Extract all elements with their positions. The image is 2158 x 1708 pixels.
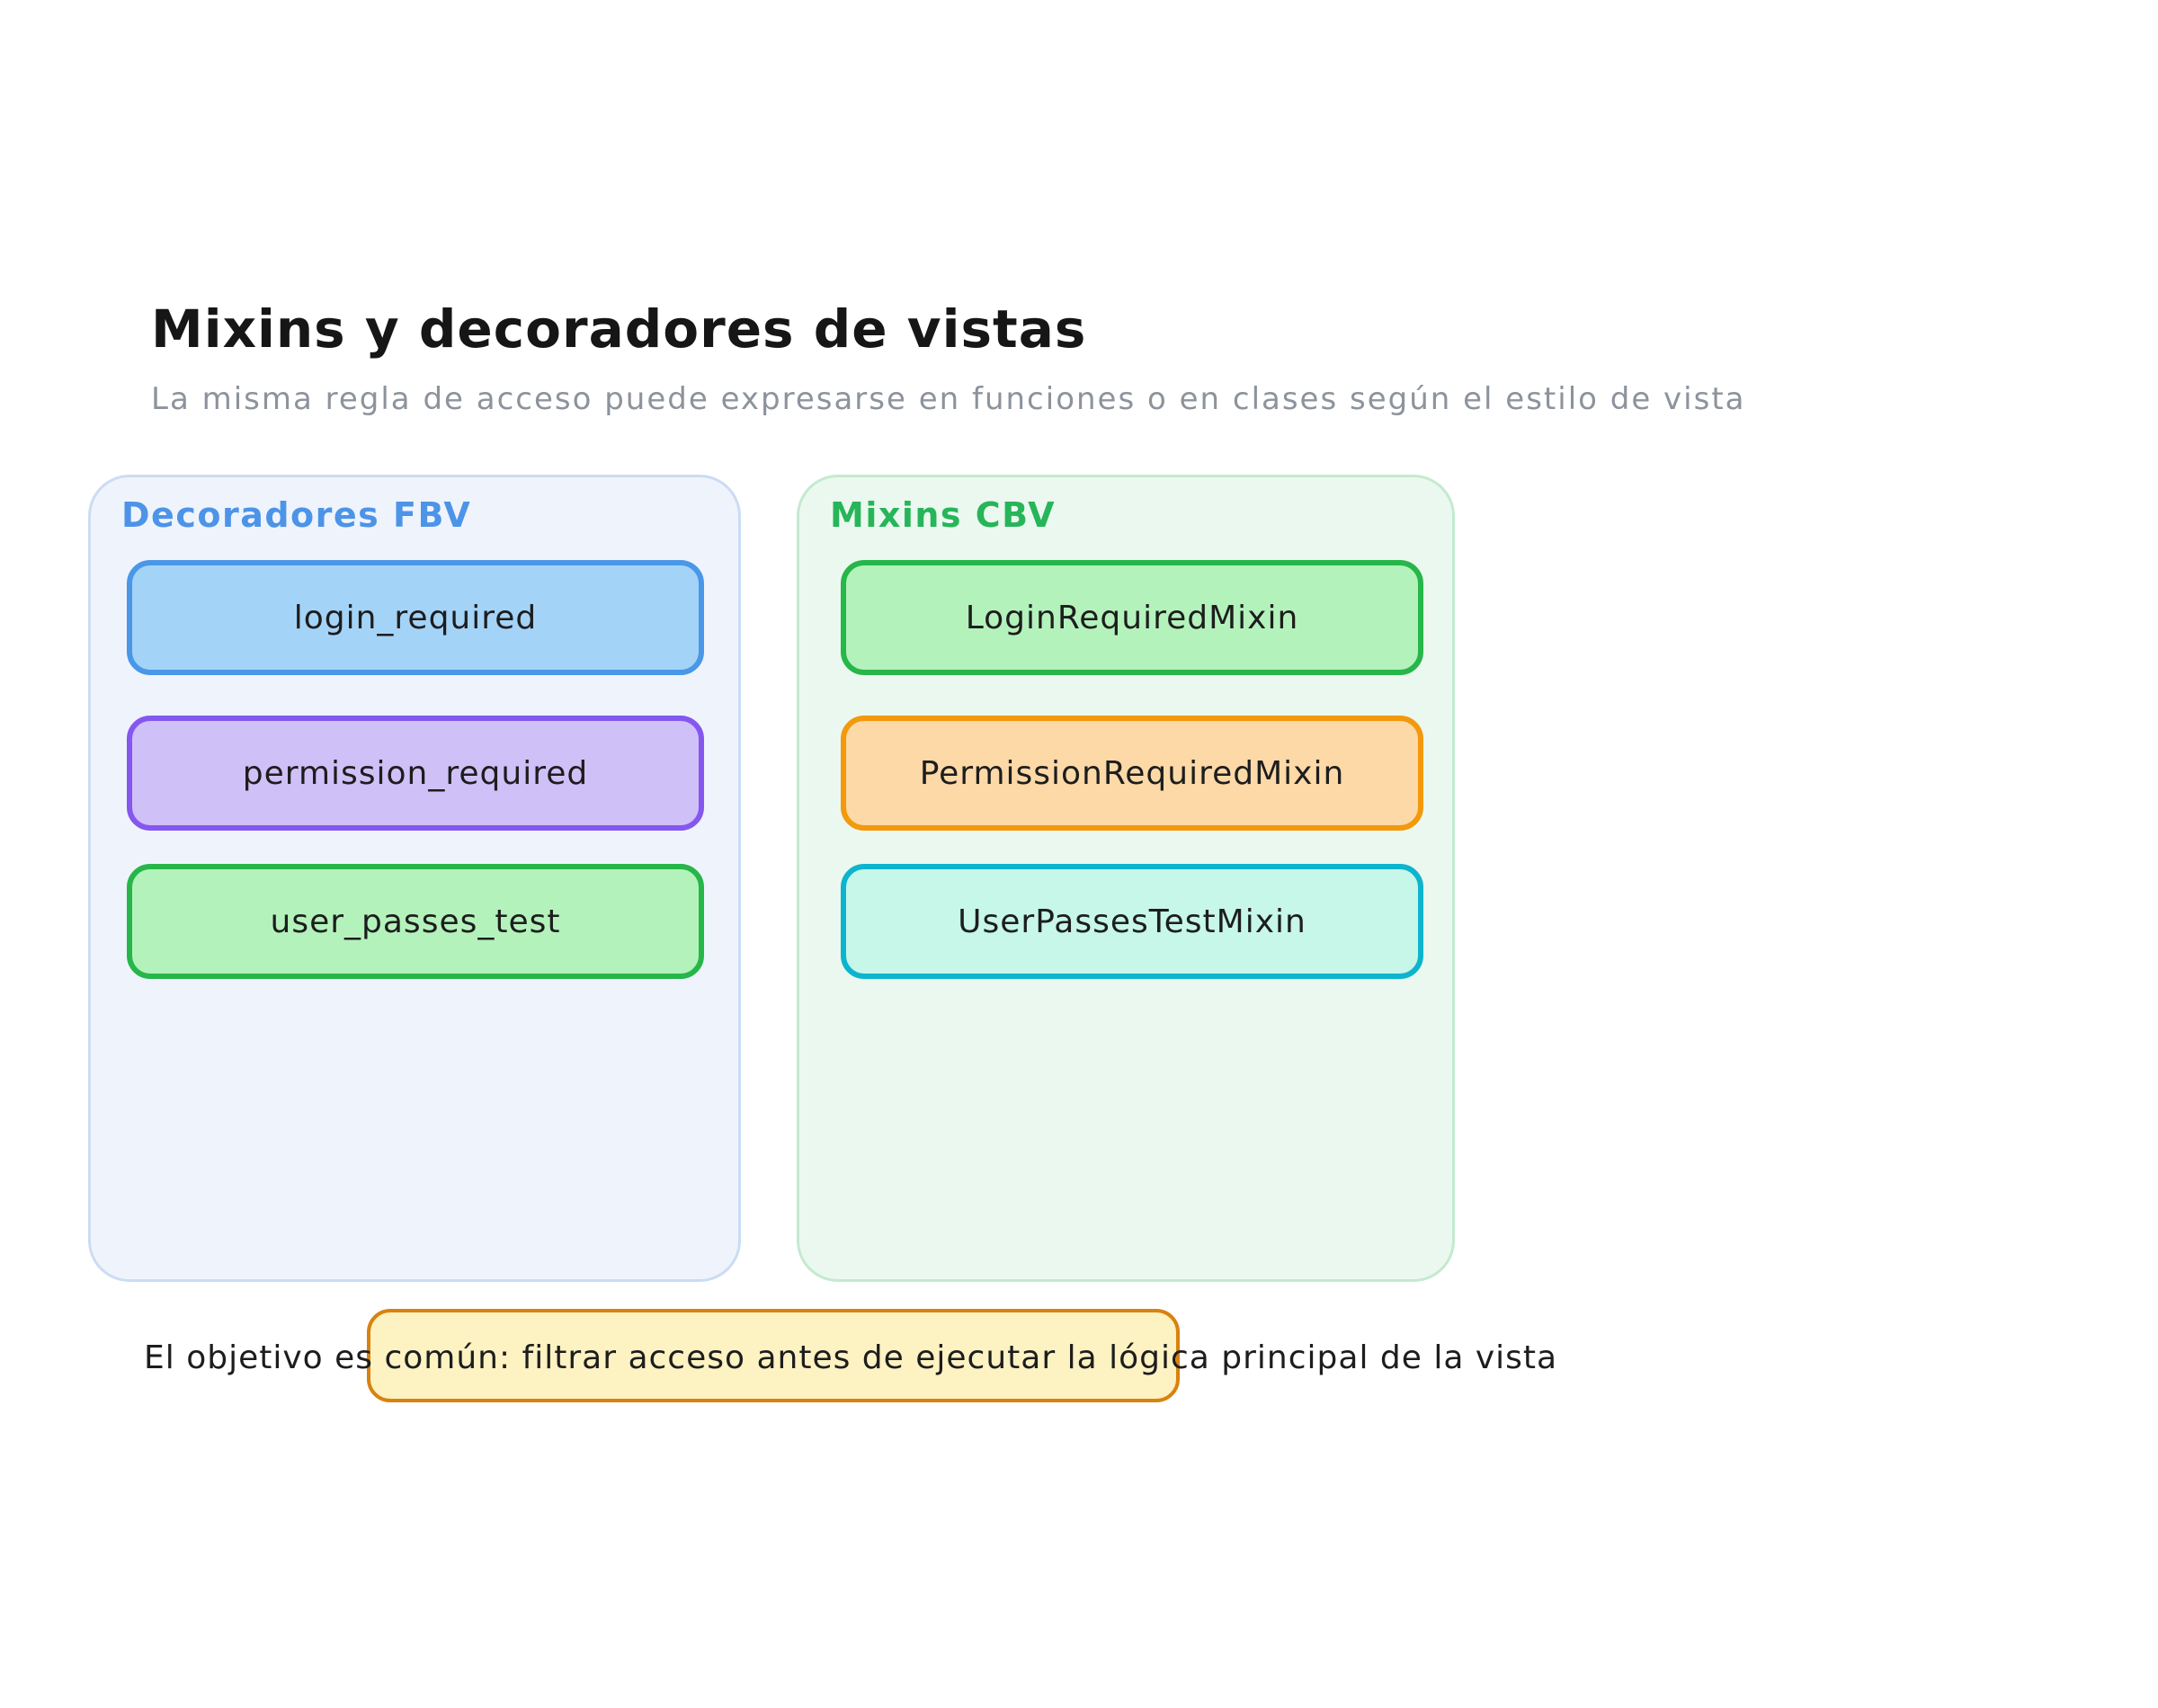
node-label: UserPassesTestMixin [958, 903, 1306, 940]
note-highlight-box [367, 1309, 1180, 1402]
node-permission-required-mixin: PermissionRequiredMixin [841, 716, 1423, 831]
node-label: login_required [293, 599, 538, 636]
node-permission-required: permission_required [127, 716, 704, 831]
node-label: PermissionRequiredMixin [919, 754, 1345, 792]
node-login-required: login_required [127, 560, 704, 675]
page-subtitle: La misma regla de acceso puede expresars… [151, 381, 1746, 417]
node-label: user_passes_test [270, 903, 561, 940]
panel-mixins-cbv: Mixins CBV LoginRequiredMixin Permission… [797, 475, 1455, 1282]
node-label: permission_required [242, 754, 589, 792]
page-title: Mixins y decoradores de vistas [151, 298, 1087, 360]
panel-decoradores-fbv: Decoradores FBV login_required permissio… [88, 475, 741, 1282]
node-login-required-mixin: LoginRequiredMixin [841, 560, 1423, 675]
node-user-passes-test: user_passes_test [127, 864, 704, 979]
node-user-passes-test-mixin: UserPassesTestMixin [841, 864, 1423, 979]
note-text: El objetivo es común: filtrar acceso ant… [144, 1339, 1558, 1376]
panel-header-decoradores-fbv: Decoradores FBV [121, 495, 472, 535]
node-label: LoginRequiredMixin [965, 599, 1299, 636]
panel-header-mixins-cbv: Mixins CBV [830, 495, 1056, 535]
